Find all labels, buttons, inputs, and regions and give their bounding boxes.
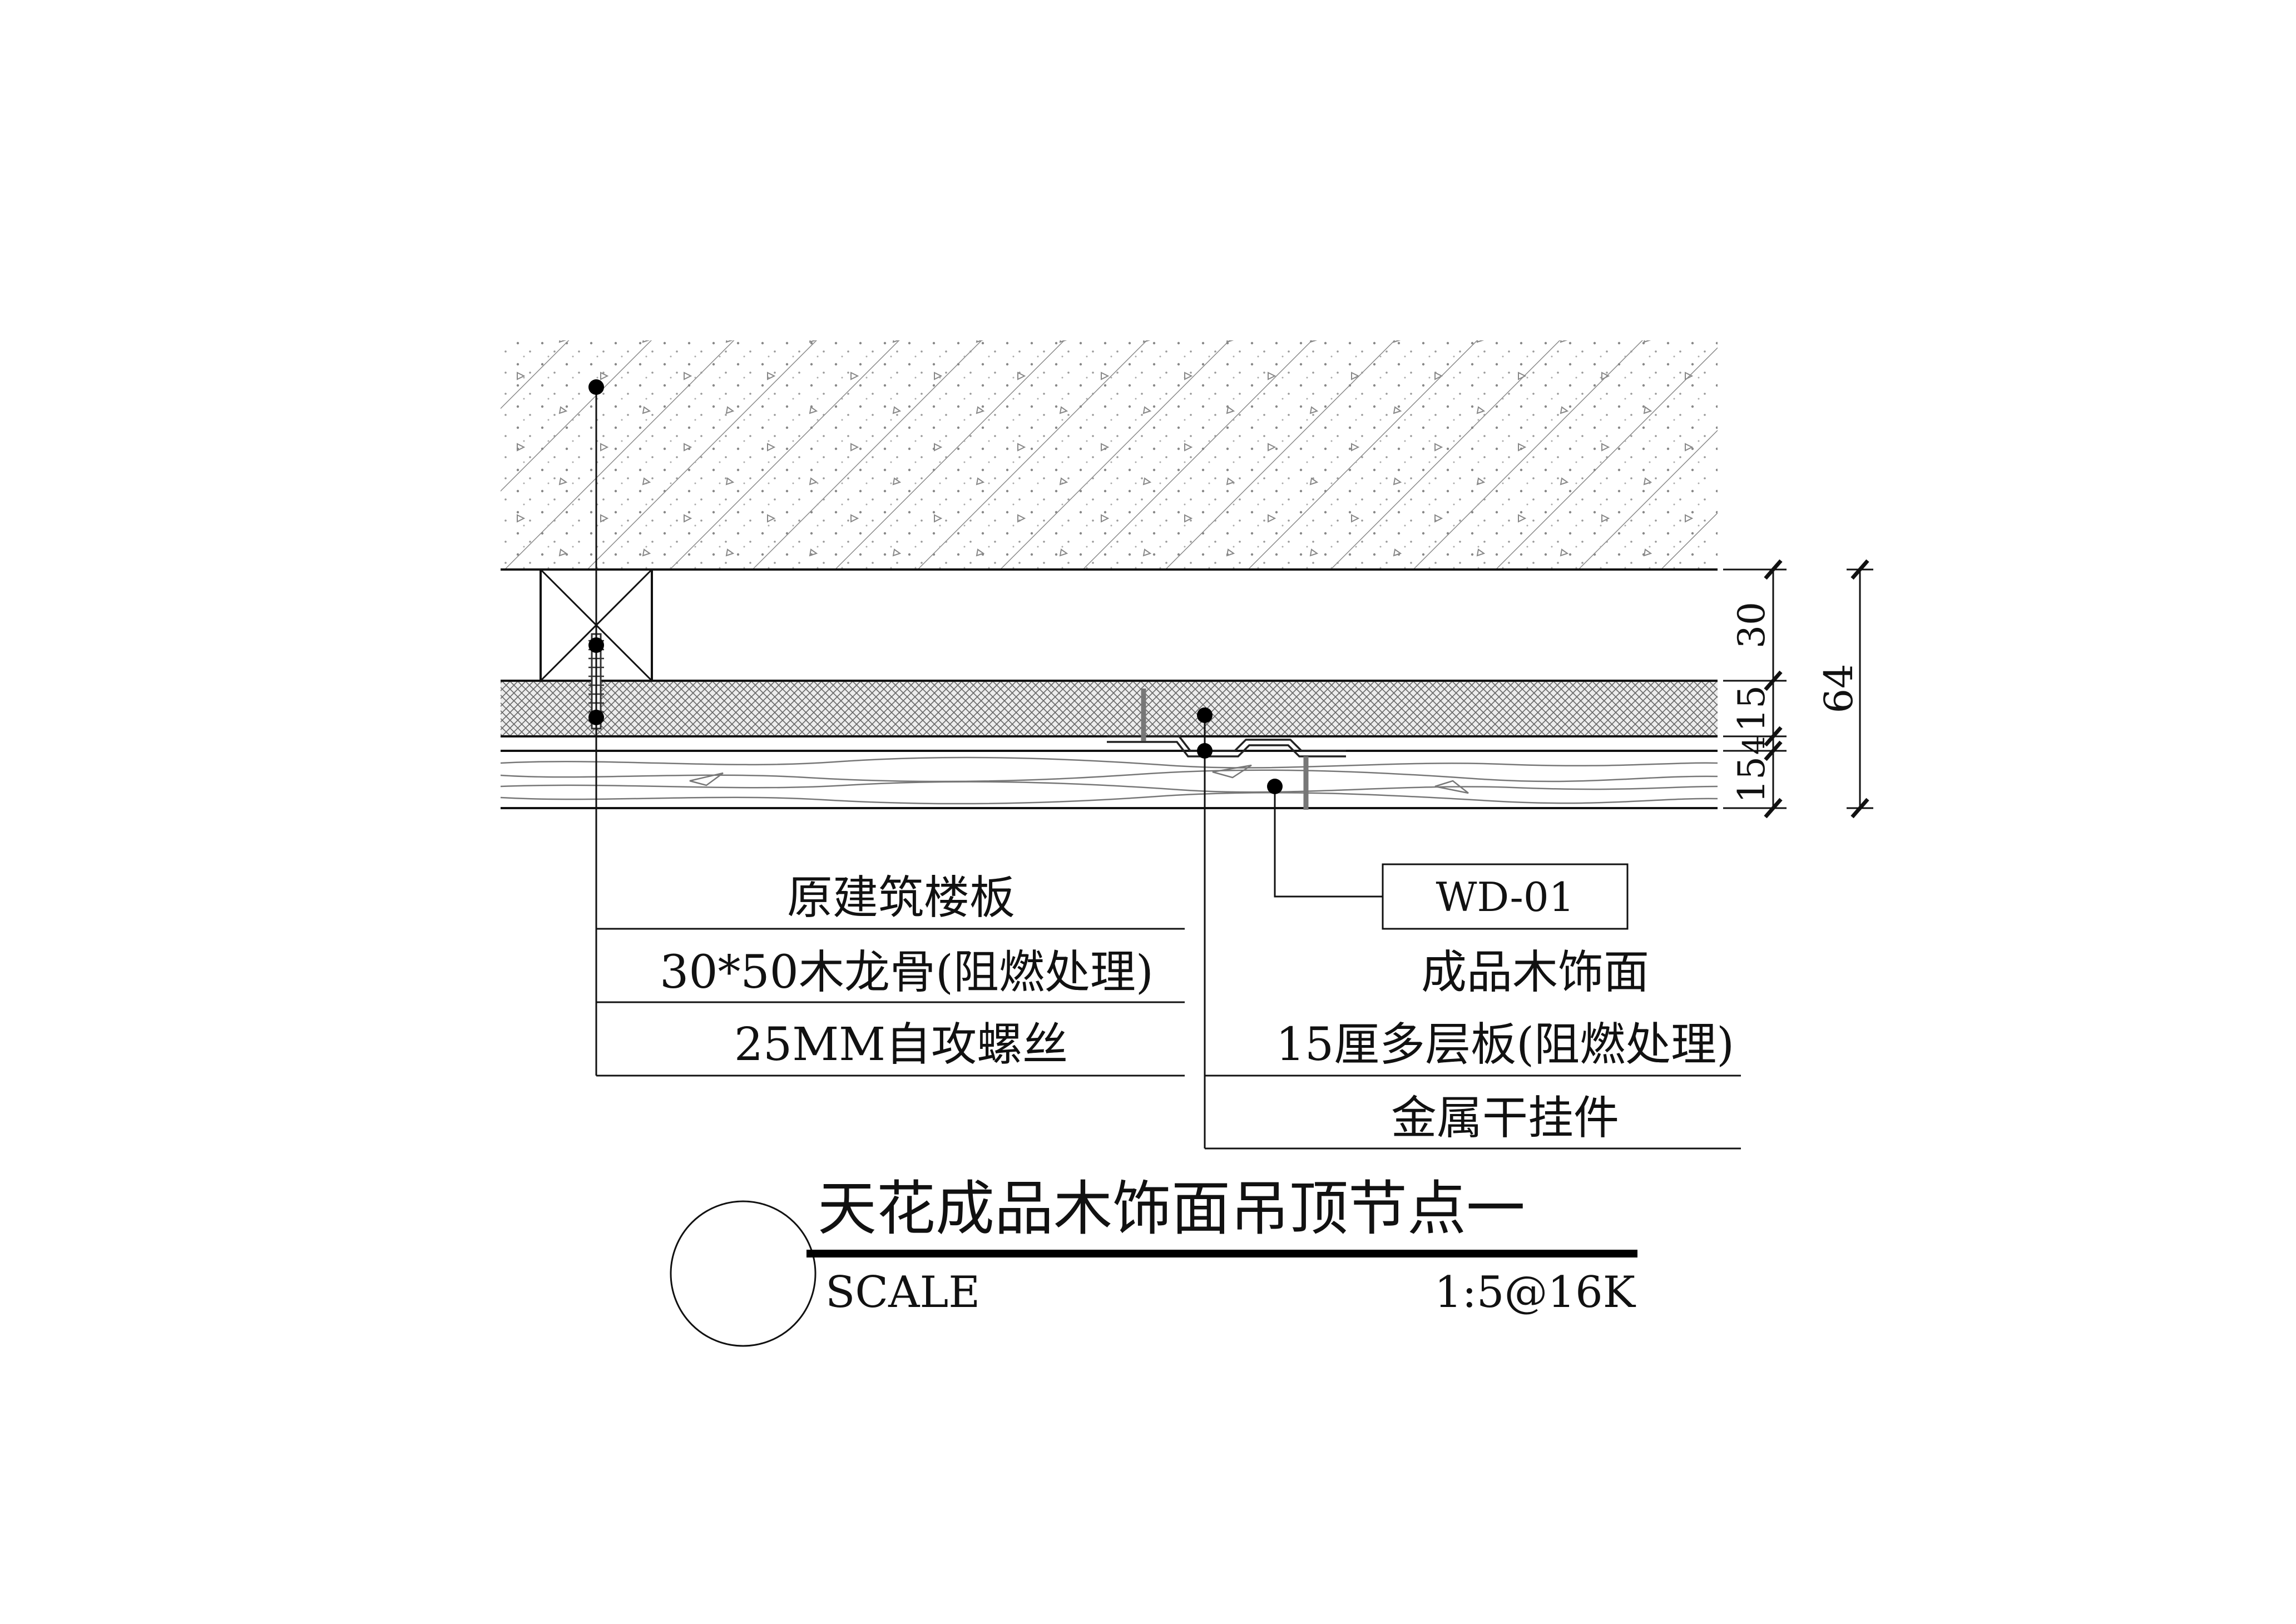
material-tag-text: WD-01 [1436, 874, 1574, 920]
leader-dot-slab [588, 379, 604, 395]
leader-dot-plywood [1197, 707, 1213, 723]
plywood-layer [501, 680, 1718, 737]
drawing-title: 天花成品木饰面吊顶节点一 [818, 1175, 1525, 1243]
scale-label: SCALE [825, 1267, 980, 1318]
label-plywood: 15厘多层板(阻燃处理) [1276, 1018, 1734, 1071]
concrete-slab [501, 340, 1718, 571]
wood-veneer-panel [500, 750, 1718, 809]
leader-dot-screw [588, 710, 604, 725]
dim-4: 4 [1736, 736, 1772, 755]
dim-30: 30 [1730, 602, 1773, 648]
leader-dots [588, 379, 1283, 794]
detail-number-circle [670, 1200, 817, 1347]
annotation-labels: 原建筑楼板 30*50木龙骨(阻燃处理) 25MM自攻螺丝 成品木饰面 15厘多… [660, 872, 1734, 1145]
label-metal-hanger: 金属干挂件 [1391, 1092, 1619, 1145]
leader-lines [595, 387, 1741, 1150]
label-wood-veneer: 成品木饰面 [1421, 946, 1649, 999]
dimension-labels: 30 15 4 15 64 [1730, 602, 1862, 803]
metal-hanger-clip [1107, 689, 1346, 810]
label-building-slab: 原建筑楼板 [787, 872, 1015, 924]
leader-dot-veneer [1267, 779, 1283, 794]
material-tag: WD-01 [1382, 863, 1629, 930]
dim-15-upper: 15 [1730, 685, 1773, 732]
dim-64: 64 [1816, 664, 1862, 713]
dimension-lines [1723, 559, 1873, 819]
title-block: 天花成品木饰面吊顶节点一 SCALE 1:5@16K [670, 1175, 1637, 1347]
label-self-tapping-screw: 25MM自攻螺丝 [734, 1018, 1068, 1071]
label-wood-keel: 30*50木龙骨(阻燃处理) [660, 946, 1154, 999]
dim-15-lower: 15 [1730, 756, 1773, 803]
leader-dot-keel [588, 637, 604, 653]
scale-value: 1:5@16K [1434, 1267, 1636, 1318]
leader-dot-clip [1197, 743, 1213, 759]
